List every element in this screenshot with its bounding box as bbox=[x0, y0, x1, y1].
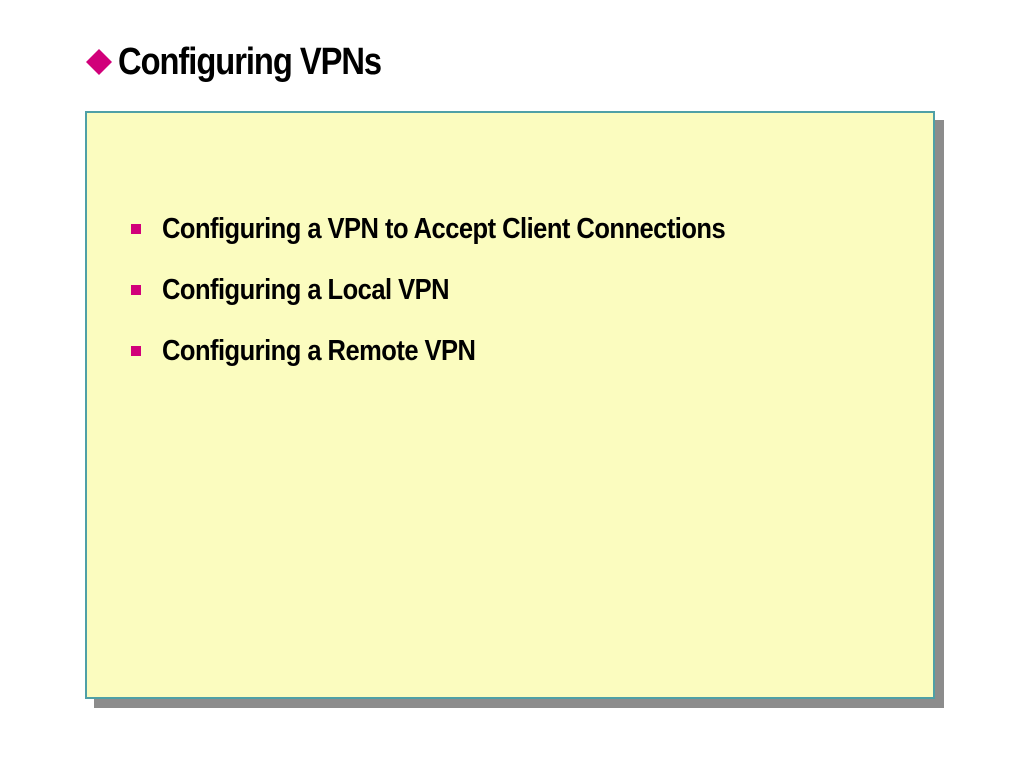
square-bullet-icon bbox=[131, 224, 141, 234]
list-item: Configuring a Remote VPN bbox=[131, 331, 802, 371]
bullet-text: Configuring a Local VPN bbox=[162, 273, 450, 306]
square-bullet-icon bbox=[131, 285, 141, 295]
bullet-text: Configuring a VPN to Accept Client Conne… bbox=[162, 212, 726, 245]
bullet-text: Configuring a Remote VPN bbox=[162, 334, 476, 367]
list-item: Configuring a Local VPN bbox=[131, 270, 802, 310]
bullet-list: Configuring a VPN to Accept Client Conne… bbox=[131, 209, 802, 392]
content-panel: Configuring a VPN to Accept Client Conne… bbox=[85, 111, 935, 699]
page-title: Configuring VPNs bbox=[118, 40, 382, 83]
square-bullet-icon bbox=[131, 346, 141, 356]
diamond-icon bbox=[86, 49, 112, 75]
title-row: Configuring VPNs bbox=[86, 38, 424, 86]
list-item: Configuring a VPN to Accept Client Conne… bbox=[131, 209, 802, 249]
